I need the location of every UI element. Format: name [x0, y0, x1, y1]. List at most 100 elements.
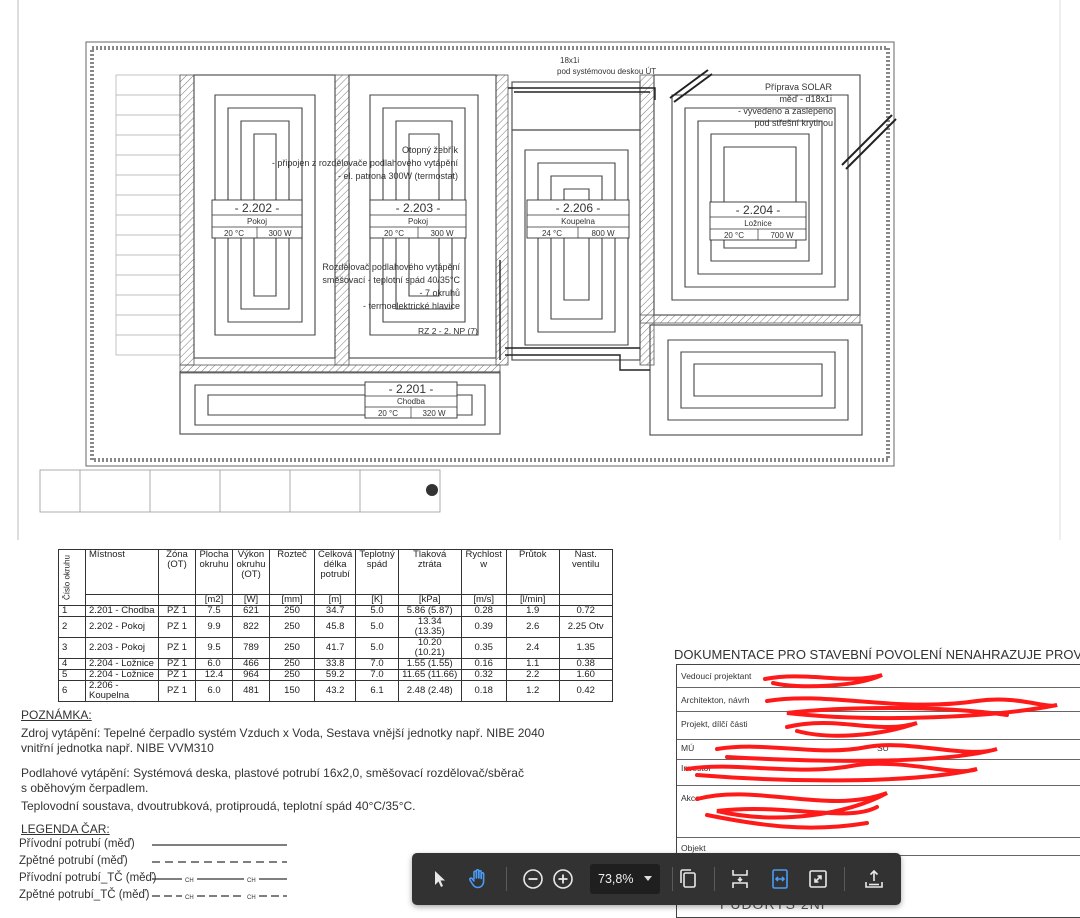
unit-cell [85, 594, 159, 606]
fit-page-icon[interactable] [726, 865, 754, 893]
table-cell: 59.2 [313, 669, 357, 681]
table-cell: 11.65 (11.66) [397, 669, 462, 681]
table-cell: 1.35 [558, 637, 613, 659]
table-cell: 4 [58, 658, 86, 670]
ladder-note-2: - připojen z rozdělovače podlahového vyt… [272, 158, 459, 168]
room-temp-2203: 20 °C [384, 229, 404, 238]
table-cell: 250 [269, 658, 315, 670]
room-temp-2204: 20 °C [724, 231, 744, 240]
table-cell: 0.18 [460, 680, 507, 702]
select-arrow-icon[interactable] [426, 865, 454, 893]
unit-cell: [kPa] [397, 594, 462, 606]
legend-label: Zpětné potrubí (měď) [19, 855, 128, 867]
redaction-scribble [685, 673, 1058, 830]
viewer-toolbar: 73,8% [412, 853, 901, 905]
col-area: Plocha okruhu [199, 549, 229, 570]
ch-dashed-line-sample: CH CH [152, 895, 287, 901]
tb-object: Objekt [681, 843, 706, 853]
zoom-out-icon[interactable] [519, 865, 547, 893]
table-cell: 1.60 [558, 669, 613, 681]
table-cell: 12.4 [195, 669, 233, 681]
hand-icon[interactable] [464, 865, 492, 893]
table-cell: 1.1 [505, 658, 560, 670]
room-power-2204: 700 W [770, 231, 794, 240]
room-power-2206: 800 W [591, 229, 615, 238]
fullscreen-icon[interactable] [804, 865, 832, 893]
col-flow: Průtok [518, 549, 547, 560]
copy-pages-icon[interactable] [674, 865, 702, 893]
room-code-2202: - 2.202 - [235, 201, 280, 215]
unit-cell [158, 594, 196, 606]
note-floor-1: Podlahové vytápění: Systémová deska, pla… [21, 766, 524, 780]
table-cell: PZ 1 [158, 669, 196, 681]
table-cell: 5 [58, 669, 86, 681]
room-power-2203: 300 W [430, 229, 454, 238]
table-cell: 1.2 [505, 680, 560, 702]
ch-line-sample: CH CH [152, 878, 287, 884]
dashed-line-sample [152, 861, 287, 863]
table-cell: 2 [58, 616, 86, 638]
ladder-note-1: Otopný žebřík [402, 145, 459, 155]
unit-cell: [m/s] [460, 594, 507, 606]
legend-return-hp: Zpětné potrubí_TČ (měď) CH CH [19, 889, 299, 905]
zoom-in-icon[interactable] [549, 865, 577, 893]
unit-cell: [l/min] [505, 594, 560, 606]
table-cell: 0.16 [460, 658, 507, 670]
col-output: Výkon okruhu (OT) [236, 549, 266, 580]
table-cell: PZ 1 [158, 658, 196, 670]
col-velocity: Rychlost w [465, 549, 502, 570]
room-code-2203: - 2.203 - [396, 201, 441, 215]
table-cell: 964 [232, 669, 270, 681]
room-code-2206: - 2.206 - [556, 201, 601, 215]
tb-action: Akce [681, 793, 700, 803]
table-cell: 7.5 [195, 605, 233, 617]
table-cell: 3 [58, 637, 86, 659]
table-cell: 466 [232, 658, 270, 670]
title-block: Vedoucí projektant Architekton, návrh Pr… [676, 664, 1080, 918]
table-cell: 0.39 [460, 616, 507, 638]
zoom-select[interactable]: 73,8% [590, 864, 660, 894]
table-cell: 0.42 [558, 680, 613, 702]
col-circuit: Číslo okruhu [62, 555, 71, 600]
legend-supply-copper: Přívodní potrubí (měď) [19, 838, 299, 854]
tb-su: SÚ [877, 743, 889, 753]
tb-project-part: Projekt, dílčí části [681, 719, 748, 729]
room-name-2204: Ložnice [744, 219, 772, 228]
col-dp: Tlaková ztráta [413, 549, 447, 570]
col-dt: Teplotný spád [359, 549, 395, 570]
table-cell: 2.4 [505, 637, 560, 659]
table-cell: 0.38 [558, 658, 613, 670]
fit-width-icon[interactable] [766, 865, 794, 893]
room-code-2201: - 2.201 - [389, 382, 434, 396]
pipe-note-1: 18x1i [560, 56, 579, 65]
table-cell: 6.0 [195, 680, 233, 702]
heating-circuit-table: Číslo okruhu Místnost Zóna (OT) Plocha o… [58, 549, 613, 702]
legend-supply-hp: Přívodní potrubí_TČ (měď) CH CH [19, 872, 299, 888]
col-valve: Nast. ventilu [571, 549, 600, 570]
legend-ch-text: CH [185, 878, 194, 884]
legend-label: Zpětné potrubí_TČ (měď) [19, 889, 150, 901]
room-name-2203: Pokoj [408, 217, 428, 226]
table-cell: 7.0 [355, 669, 399, 681]
table-cell: 0.28 [460, 605, 507, 617]
room-name-2202: Pokoj [247, 217, 267, 226]
col-length: Celková délka potrubí [318, 549, 353, 580]
rz-label: RZ 2 - 2. NP (7) [418, 326, 478, 336]
table-cell: 33.8 [313, 658, 357, 670]
table-cell: 2.202 - Pokoj [85, 616, 159, 638]
table-cell: 10.20 (10.21) [397, 637, 462, 659]
table-cell: 43.2 [313, 680, 357, 702]
table-cell: 0.35 [460, 637, 507, 659]
legend-return-copper: Zpětné potrubí (měď) [19, 855, 299, 871]
tb-architect: Architekton, návrh [681, 695, 750, 705]
table-cell: 6.0 [195, 658, 233, 670]
note-system: Teplovodní soustava, dvoutrubková, proti… [21, 799, 416, 813]
room-power-2201: 320 W [422, 409, 446, 418]
share-icon[interactable] [860, 865, 888, 893]
solar-note-3: - vyvedeno a zaslepeno [738, 106, 833, 116]
table-cell: 45.8 [313, 616, 357, 638]
chevron-down-icon [644, 876, 652, 881]
